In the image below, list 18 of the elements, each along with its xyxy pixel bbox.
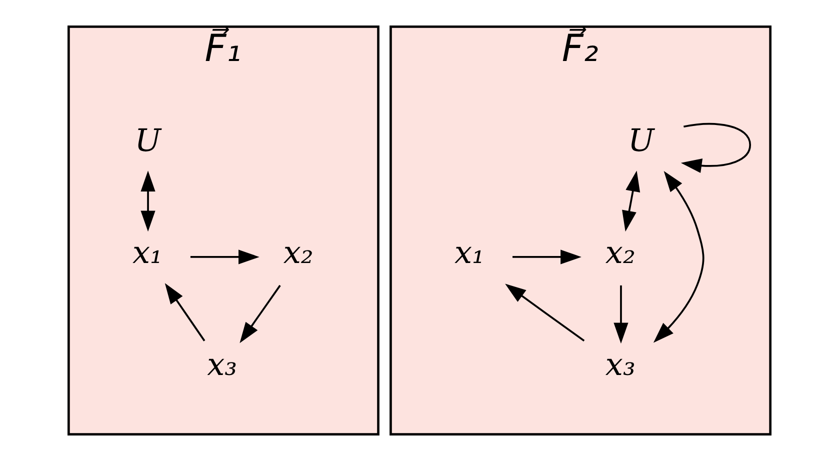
arrow bbox=[614, 285, 628, 344]
arrow bbox=[505, 284, 585, 342]
arrow bbox=[653, 171, 704, 343]
arrow bbox=[240, 284, 281, 344]
arrow bbox=[190, 250, 260, 264]
node-text: x₃ bbox=[207, 347, 238, 384]
node-text: U bbox=[628, 123, 654, 160]
node-text: x₁ bbox=[454, 235, 485, 272]
node-text: x₂ bbox=[605, 235, 636, 272]
arrow bbox=[140, 170, 156, 232]
arrow bbox=[512, 250, 582, 264]
node-text: x₂ bbox=[283, 235, 314, 272]
arrow bbox=[164, 283, 206, 342]
arrow bbox=[680, 123, 752, 173]
node-text: x₃ bbox=[605, 347, 636, 384]
arrow bbox=[622, 170, 640, 232]
node-text: U bbox=[134, 123, 162, 160]
node-text: x₁ bbox=[132, 235, 162, 272]
